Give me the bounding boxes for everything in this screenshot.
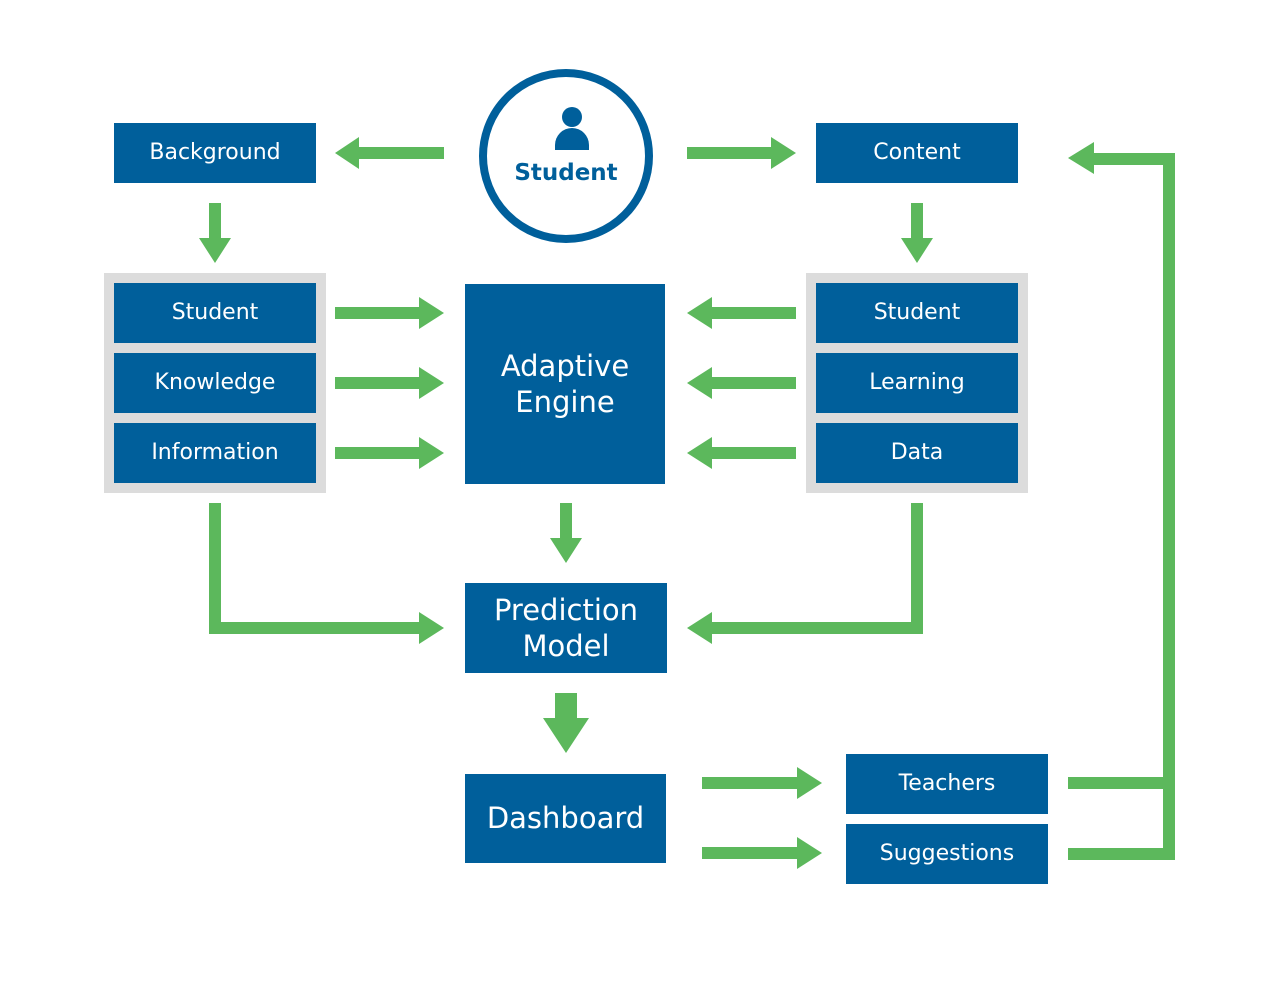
arrow-right-elbow [687, 503, 923, 644]
student-circle-label: Student [514, 160, 618, 186]
left-item-information: Information [114, 423, 316, 483]
arrow-background-down [199, 203, 231, 263]
left-item-knowledge: Knowledge [114, 353, 316, 413]
teachers-box: Teachers [846, 754, 1048, 814]
arrow-dashboard-to-teachers [702, 767, 822, 799]
prediction-model-line2: Model [522, 629, 610, 663]
arrow-student-to-background [335, 137, 444, 169]
left-item-student: Student [114, 283, 316, 343]
arrow-right-row1 [687, 297, 796, 329]
right-item-student: Student [816, 283, 1018, 343]
arrow-left-elbow [209, 503, 444, 644]
content-box: Content [816, 123, 1018, 183]
background-box: Background [114, 123, 316, 183]
suggestions-box: Suggestions [846, 824, 1048, 884]
prediction-model-box: Prediction Model [465, 583, 667, 673]
student-circle: Student [479, 69, 653, 243]
arrow-prediction-down [543, 693, 589, 753]
arrow-student-to-content [687, 137, 796, 169]
loop-suggestions-segment [1068, 848, 1175, 860]
adaptive-engine-box: Adaptive Engine [465, 284, 665, 484]
right-item-learning: Learning [816, 353, 1018, 413]
loop-teachers-segment [1068, 777, 1175, 789]
arrow-left-row3 [335, 437, 444, 469]
arrow-left-row1 [335, 297, 444, 329]
arrow-dashboard-to-suggestions [702, 837, 822, 869]
arrow-feedback-loop [1068, 142, 1175, 860]
arrow-engine-down [550, 503, 582, 563]
adaptive-engine-line2: Engine [515, 385, 615, 419]
dashboard-box: Dashboard [465, 774, 666, 863]
person-icon-body [555, 128, 589, 150]
arrow-right-row2 [687, 367, 796, 399]
right-item-data: Data [816, 423, 1018, 483]
adaptive-engine-line1: Adaptive [500, 348, 630, 383]
person-icon-head [562, 107, 582, 127]
arrow-content-down [901, 203, 933, 263]
arrow-right-row3 [687, 437, 796, 469]
arrow-left-row2 [335, 367, 444, 399]
prediction-model-line1: Prediction [493, 592, 639, 627]
